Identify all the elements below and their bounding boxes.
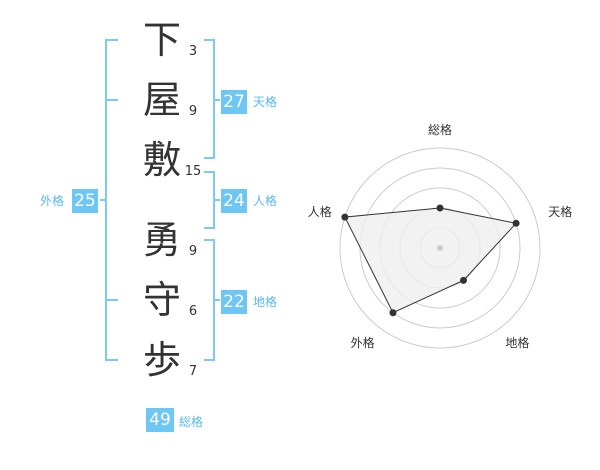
radar-axis-label-5: 人格: [307, 204, 332, 219]
name-char-5: 守: [142, 278, 181, 322]
radar-axis-label-1: 総格: [428, 123, 453, 137]
jinkaku-badge: 24: [221, 189, 247, 213]
gaikaku-badge: 25: [72, 189, 98, 213]
radar-point-2: [512, 219, 520, 227]
stroke-count-3: 15: [184, 164, 202, 179]
radar-axis-label-3: 地格: [505, 336, 530, 351]
name-char-3: 敷: [142, 138, 181, 182]
name-char-1: 下: [142, 18, 181, 62]
soukaku-badge: 49: [146, 408, 174, 432]
chikaku-label: 地格: [253, 295, 278, 309]
chikaku-badge: 22: [221, 290, 247, 314]
tenkaku-label: 天格: [253, 95, 278, 109]
radar-point-3: [460, 276, 468, 284]
name-char-6: 歩: [142, 338, 181, 382]
radar-axis-label-4: 外格: [350, 336, 375, 351]
name-char-2: 屋: [142, 78, 181, 122]
soukaku-label: 総格: [179, 415, 204, 429]
stroke-count-4: 9: [188, 244, 198, 259]
radar-axis-label-2: 天格: [548, 204, 573, 219]
stroke-count-6: 7: [188, 364, 198, 379]
stroke-count-1: 3: [188, 44, 198, 59]
jinkaku-label: 人格: [253, 194, 278, 208]
radar-value-polygon: [344, 207, 518, 314]
stroke-count-5: 6: [188, 304, 198, 319]
radar-point-4: [389, 309, 397, 317]
radar-point-1: [436, 204, 444, 212]
gaikaku-label: 外格: [40, 194, 65, 208]
name-char-4: 勇: [142, 218, 181, 262]
stroke-count-2: 9: [188, 104, 198, 119]
radar-grid-ring: [339, 147, 541, 349]
tenkaku-badge: 27: [221, 90, 247, 114]
radar-center-point: [437, 245, 443, 251]
radar-point-5: [341, 213, 349, 221]
